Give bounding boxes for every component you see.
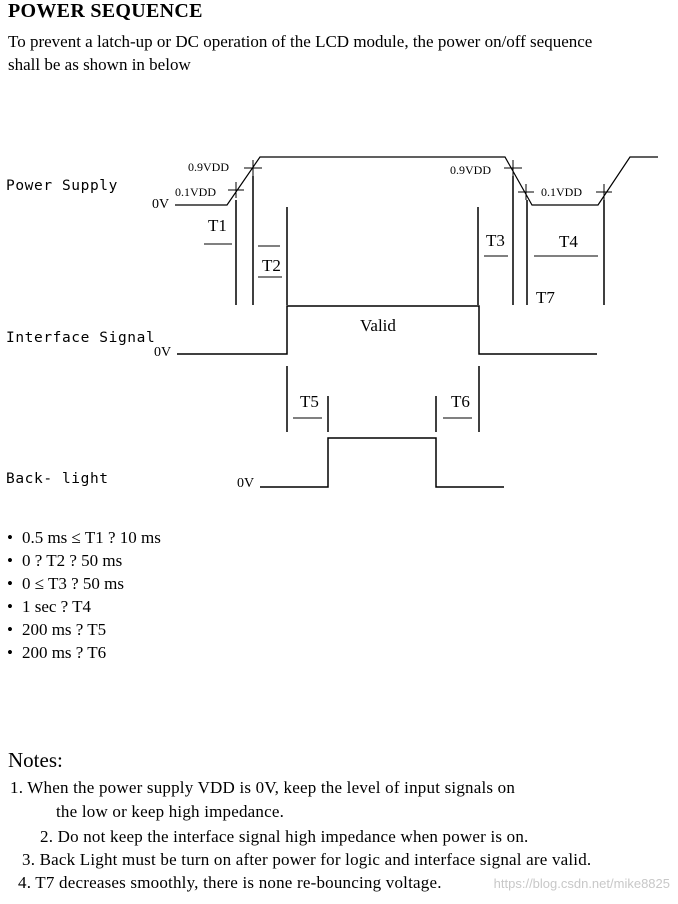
note-1: 1. When the power supply VDD is 0V, keep… <box>10 778 516 797</box>
label-t2: T2 <box>262 256 281 275</box>
label-0v-power: 0V <box>152 197 170 212</box>
note-1-continued: the low or keep high impedance. <box>56 802 285 821</box>
label-09vdd-left: 0.9VDD <box>188 160 229 174</box>
label-01vdd-left: 0.1VDD <box>175 185 216 199</box>
label-interface-signal: Interface Signal <box>6 330 156 346</box>
list-item: 0 ≤ T3 ? 50 ms <box>7 572 161 595</box>
interface-signal-waveform <box>177 305 597 355</box>
backlight-waveform <box>260 437 504 488</box>
note-3: 3. Back Light must be turn on after powe… <box>22 850 592 869</box>
watermark: https://blog.csdn.net/mike8825 <box>493 876 670 891</box>
label-t6: T6 <box>451 392 470 411</box>
label-t4: T4 <box>559 232 578 251</box>
list-item: 1 sec ? T4 <box>7 595 161 618</box>
label-back-light: Back- light <box>6 471 109 487</box>
label-valid: Valid <box>360 316 396 335</box>
label-09vdd-right: 0.9VDD <box>450 163 491 177</box>
label-t7: T7 <box>536 288 555 307</box>
list-item: 200 ms ? T5 <box>7 618 161 641</box>
label-01vdd-right: 0.1VDD <box>541 185 582 199</box>
note-4: 4. T7 decreases smoothly, there is none … <box>18 873 442 892</box>
timing-spec-list: 0.5 ms ≤ T1 ? 10 ms 0 ? T2 ? 50 ms 0 ≤ T… <box>7 526 161 664</box>
page-title: POWER SEQUENCE <box>8 0 203 22</box>
power-supply-waveform <box>175 156 658 206</box>
power-sequence-diagram <box>175 156 658 488</box>
notes-title: Notes: <box>8 748 63 772</box>
list-item: 200 ms ? T6 <box>7 641 161 664</box>
label-0v-interface: 0V <box>154 345 172 360</box>
note-2: 2. Do not keep the interface signal high… <box>40 827 529 846</box>
label-t3: T3 <box>486 231 505 250</box>
intro-line-2: shall be as shown in below <box>8 55 191 74</box>
list-item: 0 ? T2 ? 50 ms <box>7 549 161 572</box>
label-t1: T1 <box>208 216 227 235</box>
label-t5: T5 <box>300 392 319 411</box>
list-item: 0.5 ms ≤ T1 ? 10 ms <box>7 526 161 549</box>
label-0v-backlight: 0V <box>237 476 255 491</box>
intro-line-1: To prevent a latch-up or DC operation of… <box>8 32 593 51</box>
label-power-supply: Power Supply <box>6 178 118 194</box>
